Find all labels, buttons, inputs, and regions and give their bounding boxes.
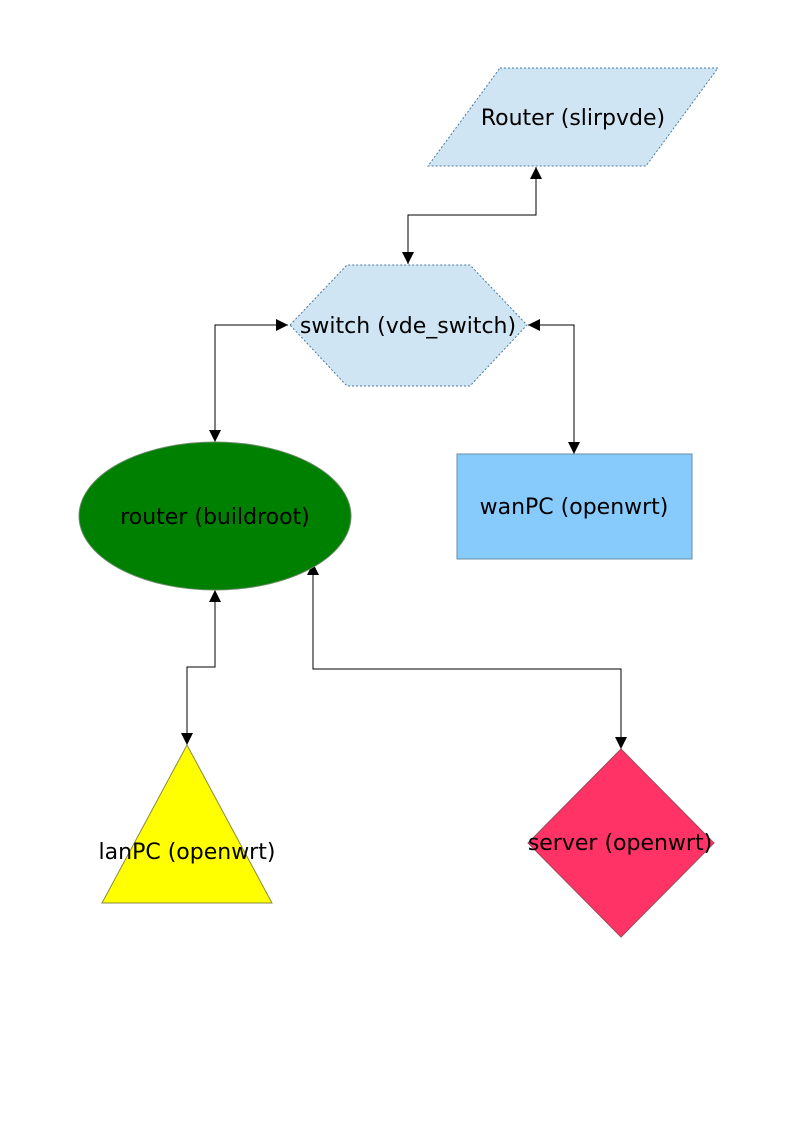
connector-router-buildroot-lanpc <box>181 590 221 745</box>
lanpc-shape <box>101 743 273 904</box>
switch-shape <box>289 264 528 387</box>
connector-switch-router-buildroot <box>209 319 288 442</box>
wanpc-label: wanPC (openwrt) <box>480 495 669 520</box>
server-node[interactable]: server (openwrt) <box>527 748 715 938</box>
connector-router-buildroot-server <box>307 563 627 749</box>
connectors <box>181 167 627 749</box>
switch-label: switch (vde_switch) <box>300 314 516 339</box>
wanpc-node[interactable]: wanPC (openwrt) <box>456 453 693 560</box>
connector-switch-wanpc <box>528 319 580 454</box>
server-label: server (openwrt) <box>528 831 712 856</box>
lanpc-node[interactable]: lanPC (openwrt) <box>99 743 276 904</box>
router-buildroot-node[interactable]: router (buildroot) <box>78 441 352 591</box>
router-buildroot-shape <box>78 441 352 591</box>
connector-switch-router-slirpvde <box>402 167 542 264</box>
router-slirpvde-shape <box>427 67 719 167</box>
lanpc-label: lanPC (openwrt) <box>99 840 276 865</box>
server-shape <box>527 748 715 938</box>
router-buildroot-label: router (buildroot) <box>120 505 310 530</box>
switch-node[interactable]: switch (vde_switch) <box>289 264 528 387</box>
wanpc-shape <box>456 453 693 560</box>
router-slirpvde-node[interactable]: Router (slirpvde) <box>427 67 719 167</box>
router-slirpvde-label: Router (slirpvde) <box>481 106 665 131</box>
